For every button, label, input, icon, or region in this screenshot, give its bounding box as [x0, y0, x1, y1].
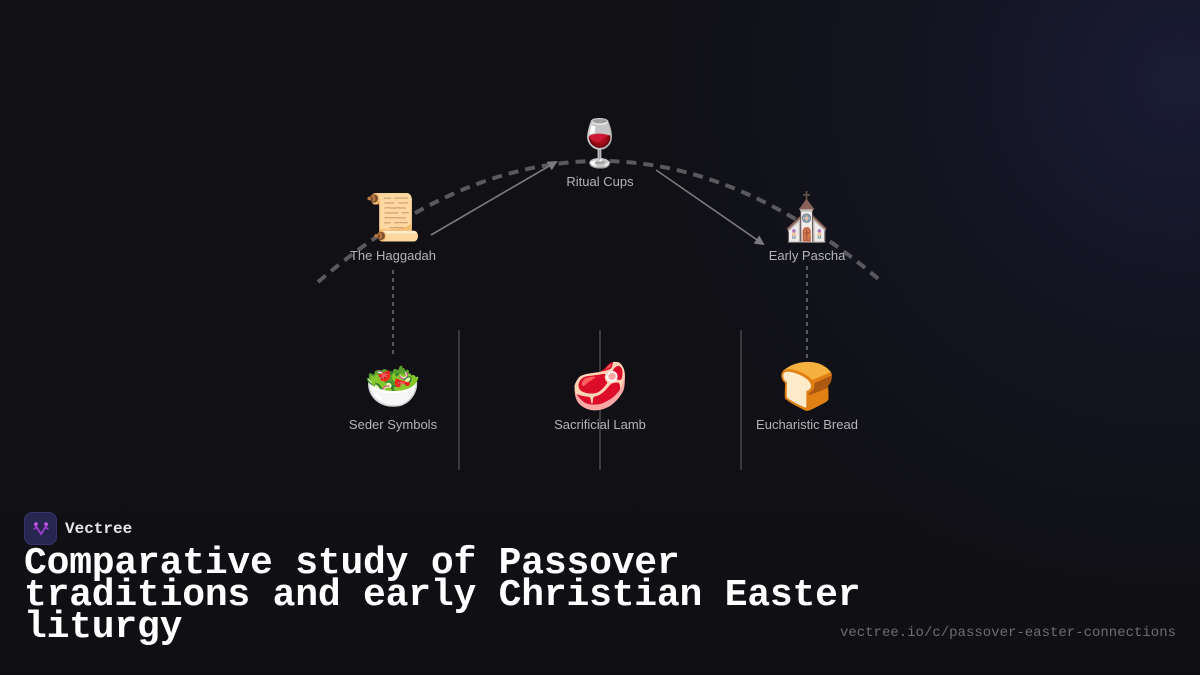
scroll-icon: 📜 [364, 190, 422, 244]
node-label: Early Pascha [768, 248, 846, 263]
wine-glass-icon: 🍷 [571, 116, 629, 170]
concept-diagram: 📜 The Haggadah 🍷 Ritual Cups ⛪ Early Pas… [316, 116, 884, 470]
salad-bowl-icon: 🥗 [364, 359, 422, 413]
edge-haggadah-to-ritual-cups [430, 160, 558, 236]
page-url[interactable]: vectree.io/c/passover-easter-connections [839, 625, 1176, 641]
church-icon: ⛪ [778, 190, 836, 244]
brand-name: Vectree [65, 519, 133, 538]
node-label: Eucharistic Bread [756, 417, 858, 432]
node-label: The Haggadah [349, 248, 437, 263]
node-label: Sacrificial Lamb [554, 417, 646, 432]
diagram-connectors [316, 159, 884, 470]
node-ritual-cups[interactable]: 🍷 Ritual Cups [566, 116, 633, 189]
dashed-arc [316, 159, 884, 284]
brand: Vectree [24, 512, 132, 545]
page-title: Comparative study of Passover traditions… [24, 542, 861, 649]
node-sacrificial-lamb[interactable]: 🥩 Sacrificial Lamb [554, 359, 646, 432]
vectree-logo-icon [24, 512, 57, 545]
meat-cut-icon: 🥩 [571, 359, 629, 413]
node-early-pascha[interactable]: ⛪ Early Pascha [769, 190, 846, 263]
node-seder-symbols[interactable]: 🥗 Seder Symbols [349, 359, 437, 432]
node-the-haggadah[interactable]: 📜 The Haggadah [350, 190, 436, 263]
edge-ritual-cups-to-early-pascha [655, 169, 765, 246]
node-label: Seder Symbols [348, 417, 438, 432]
bread-icon: 🍞 [778, 359, 836, 413]
node-label: Ritual Cups [566, 174, 634, 189]
node-eucharistic-bread[interactable]: 🍞 Eucharistic Bread [756, 359, 858, 432]
